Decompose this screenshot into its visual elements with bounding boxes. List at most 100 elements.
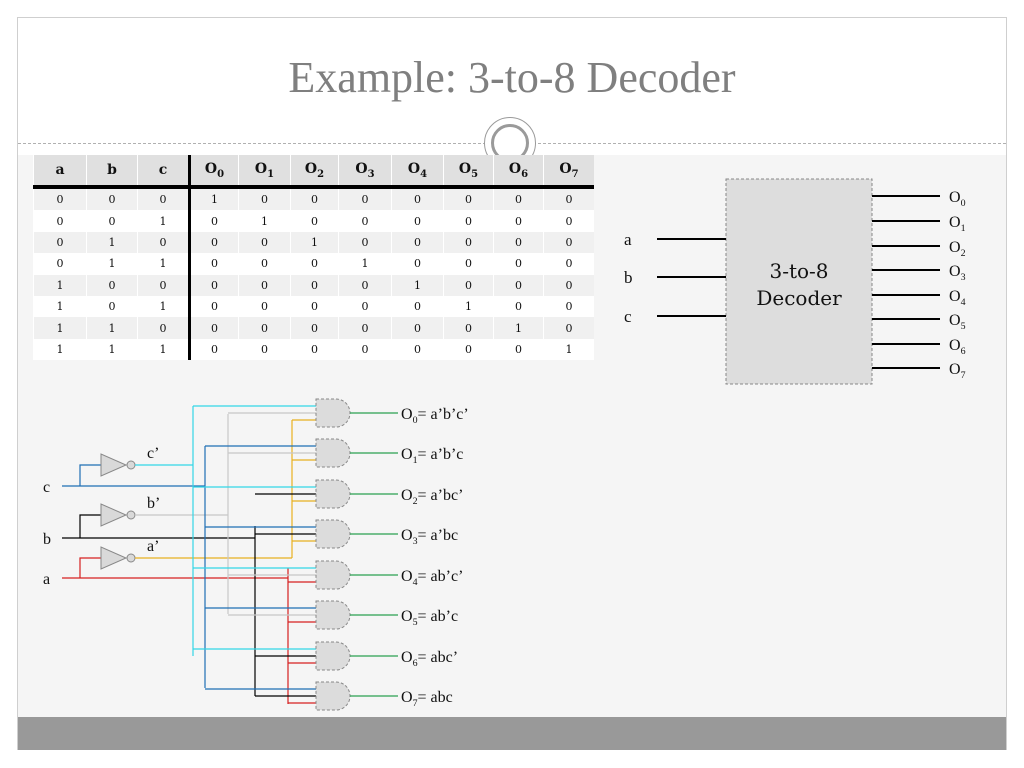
decoder-output-label-text: O [949,312,961,329]
table-cell: 0 [493,253,544,275]
header-subscript: 6 [521,168,529,180]
table-cell: 0 [238,231,291,254]
and-gate [315,560,351,590]
decoder-output-label: O2 [949,239,966,259]
decoder-output-label-subscript: 7 [961,370,966,381]
table-cell: 1 [493,317,544,339]
table-cell: 0 [543,295,594,318]
decoder-input-label: a [624,230,632,249]
table-cell: 0 [290,210,339,232]
table-cell: 0 [238,187,291,211]
truth-table-header: O4 [391,155,444,189]
header-subscript: 3 [367,168,375,180]
table-cell: 1 [338,253,392,275]
table-cell: 0 [391,187,444,211]
inverter-output-label: c’ [147,445,159,462]
table-cell: 0 [391,253,444,275]
header-subscript: 4 [420,168,428,180]
table-cell: 0 [391,210,444,232]
header-label: a [55,162,65,178]
table-cell: 0 [188,231,239,254]
table-cell: 1 [188,187,239,211]
table-cell: 0 [443,317,494,339]
table-cell: 0 [33,231,87,254]
inverter-b-bubble [126,510,136,520]
table-cell: 0 [86,187,138,211]
table-cell: 1 [86,317,138,339]
and-gate [315,519,351,549]
and-gate [315,479,351,509]
table-cell: 0 [338,210,392,232]
table-cell: 0 [137,274,190,296]
table-cell: 0 [493,187,544,211]
gate-output-label: O6= abc’ [401,649,458,669]
table-cell: 0 [137,231,190,254]
decoder-output-label: O1 [949,214,966,234]
table-cell: 0 [188,295,239,318]
gate-output-label-expression: = abc’ [418,649,459,666]
header-label: O [508,160,522,177]
decoder-block-label: Decoder [756,286,842,310]
table-cell: 0 [238,295,291,318]
table-cell: 0 [338,317,392,339]
gate-output-label-expression: = a’b’c’ [418,406,469,423]
truth-table-header: O5 [443,155,494,189]
decoder-block-label: 3-to-8 [769,259,828,283]
inverter-output-label: b’ [147,495,160,512]
header-label: c [158,162,168,178]
truth-table-header: O3 [338,155,392,189]
gate-output-label-subscript: 5 [413,617,418,628]
table-cell: 0 [493,295,544,318]
gate-output-label-expression: = abc [418,689,453,706]
gate-output-label-text: O [401,649,413,666]
circuit-input-label: c [43,479,50,496]
and-gate [315,438,351,468]
table-cell: 1 [238,210,291,232]
gate-output-label-text: O [401,487,413,504]
truth-table-header: O6 [493,155,544,189]
table-cell: 0 [543,187,594,211]
table-cell: 1 [290,231,339,254]
table-cell: 0 [391,295,444,318]
table-cell: 0 [338,187,392,211]
footer-bar [18,717,1006,750]
gate-output-label-expression: = a’bc’ [418,487,464,504]
decoder-input-label: b [624,268,633,287]
gate-output-label: O7= abc [401,689,453,709]
table-cell: 0 [338,274,392,296]
gate-output-label-expression: = a’bc [418,527,459,544]
table-cell: 0 [290,317,339,339]
table-cell: 0 [238,338,291,361]
decoder-output-label: O5 [949,312,966,332]
table-cell: 0 [493,338,544,361]
table-cell: 0 [543,274,594,296]
header-label: O [304,160,318,177]
gate-output-label-subscript: 2 [413,496,418,507]
gate-output-label-subscript: 1 [413,455,418,466]
header-subscript: 2 [317,168,325,180]
decoder-input-label-text: b [624,268,633,287]
table-cell: 0 [391,317,444,339]
gate-output-label-subscript: 0 [413,415,418,426]
table-cell: 1 [543,338,594,361]
circuit-input-label-text: b [43,531,51,548]
table-cell: 0 [188,253,239,275]
table-cell: 1 [443,295,494,318]
gate-output-label-expression: = a’b’c [418,446,464,463]
truth-table-header: O0 [188,155,239,189]
circuit-input-label-text: c [43,479,50,496]
table-cell: 1 [137,338,190,361]
decoder-input-label: c [624,307,632,326]
decoder-output-label-text: O [949,361,961,378]
decoder-block [725,178,873,385]
table-cell: 0 [543,231,594,254]
table-cell: 0 [338,231,392,254]
table-cell: 0 [238,274,291,296]
decoder-output-label-subscript: 2 [961,248,966,259]
